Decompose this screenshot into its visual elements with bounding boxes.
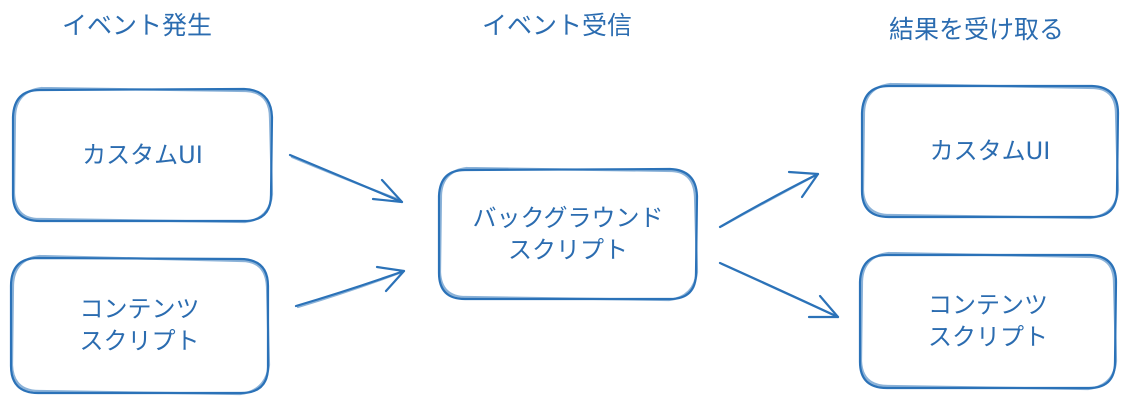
node-box-content-script-left — [9, 254, 271, 396]
heading-event-source: イベント発生 — [62, 11, 213, 40]
node-label-content-script-right: コンテンツ スクリプト — [860, 255, 1116, 388]
node-label-background-script: バックグラウンド スクリプト — [439, 170, 697, 299]
node-box-content-script-right — [858, 251, 1118, 391]
node-box-background-script — [437, 166, 699, 302]
node-text-line: カスタムUI — [929, 136, 1051, 165]
edge-arrow-content-script-to-background — [294, 265, 406, 309]
node-text-line: スクリプト — [928, 322, 1048, 351]
node-text-line: コンテンツ — [79, 295, 200, 324]
node-text-line: バックグラウンド — [472, 204, 664, 233]
node-box-custom-ui-left — [11, 86, 274, 224]
node-label-custom-ui-right: カスタムUI — [862, 86, 1118, 217]
node-text-line: コンテンツ — [928, 291, 1048, 320]
node-text-line: スクリプト — [508, 235, 628, 264]
node-label-content-script-left: コンテンツ スクリプト — [11, 258, 268, 393]
edge-arrow-background-to-content-script — [718, 261, 840, 319]
node-box-custom-ui-right — [860, 82, 1120, 220]
edge-arrow-custom-ui-to-background — [288, 153, 404, 204]
node-label-custom-ui-left: カスタムUI — [13, 90, 272, 221]
node-text-line: スクリプト — [79, 326, 200, 355]
edge-arrow-background-to-custom-ui — [718, 170, 820, 229]
heading-result: 結果を受け取る — [889, 15, 1065, 44]
node-text-line: カスタムUI — [82, 140, 203, 169]
heading-event-receiver: イベント受信 — [482, 11, 633, 40]
